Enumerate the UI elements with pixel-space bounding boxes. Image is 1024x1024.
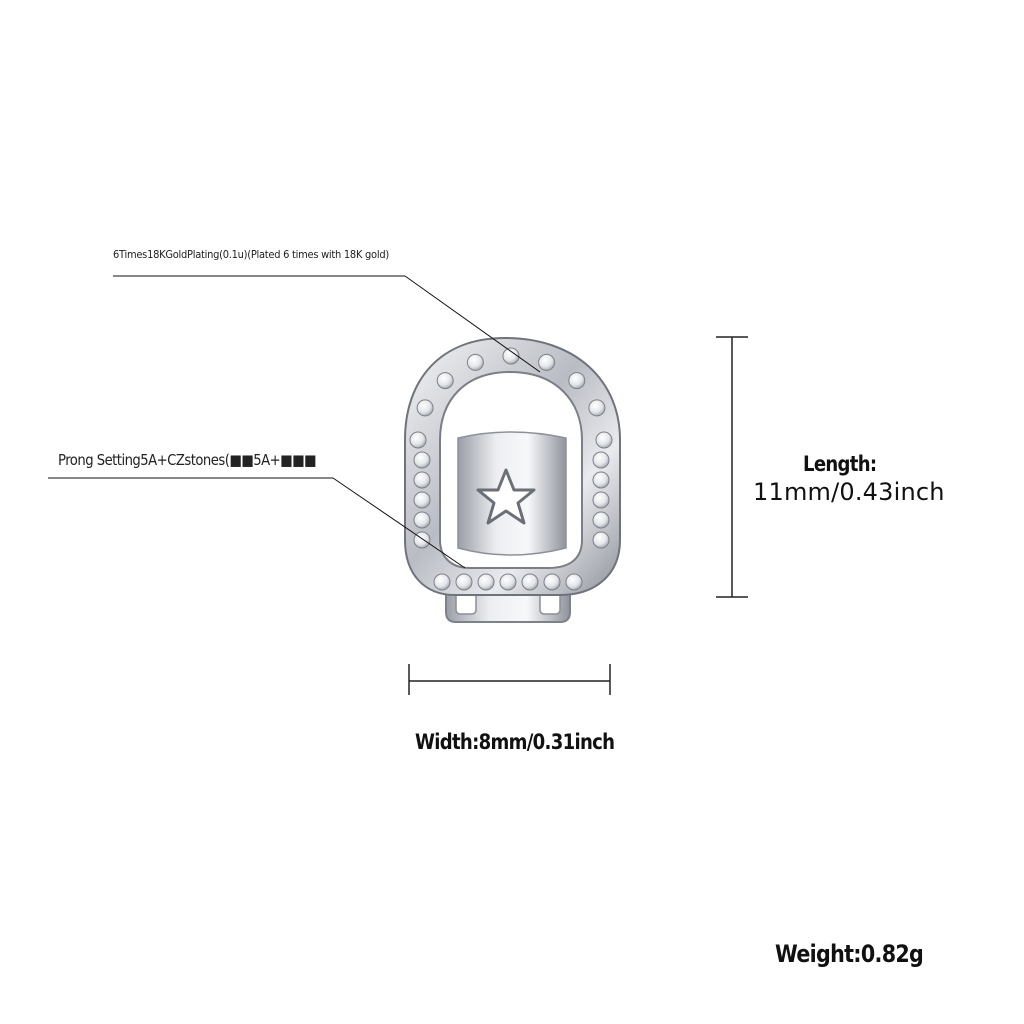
length-dimension-bar (716, 336, 748, 598)
cz-stone (413, 451, 431, 469)
prong-annotation: Prong Setting5A+CZstones(■■5A+■■■ (58, 451, 316, 469)
cz-stone (466, 353, 484, 371)
cz-stone (592, 471, 610, 489)
cz-stone (592, 491, 610, 509)
prong-leader-line (48, 477, 466, 569)
cz-stone (592, 451, 610, 469)
cz-stone (568, 372, 586, 390)
cz-stone (499, 573, 517, 591)
width-dimension-bar (408, 664, 611, 695)
tooth-grill-icon (404, 336, 621, 623)
cz-stone (543, 573, 561, 591)
cz-stone (413, 471, 431, 489)
cz-stones (409, 347, 613, 591)
cz-stone (416, 399, 434, 417)
cz-stone (455, 573, 473, 591)
cz-stone (502, 347, 520, 365)
cz-stone (538, 353, 556, 371)
cz-stone (588, 399, 606, 417)
cz-stone (413, 491, 431, 509)
plating-annotation: 6Times18KGoldPlating(0.1u)(Plated 6 time… (113, 248, 389, 261)
cz-stone (565, 573, 583, 591)
width-label: Width:8mm/0.31inch (415, 730, 615, 754)
cz-stone (592, 531, 610, 549)
cz-stone (436, 372, 454, 390)
plating-leader-line (113, 275, 541, 373)
weight-label: Weight:0.82g (775, 940, 924, 968)
cz-stone (521, 573, 539, 591)
cz-stone (433, 573, 451, 591)
length-label: Length: (803, 452, 877, 476)
cz-stone (595, 431, 613, 449)
length-value: 11mm/0.43inch (753, 478, 945, 506)
cz-stone (477, 573, 495, 591)
cz-stone (413, 511, 431, 529)
cz-stone (592, 511, 610, 529)
cz-stone (409, 431, 427, 449)
